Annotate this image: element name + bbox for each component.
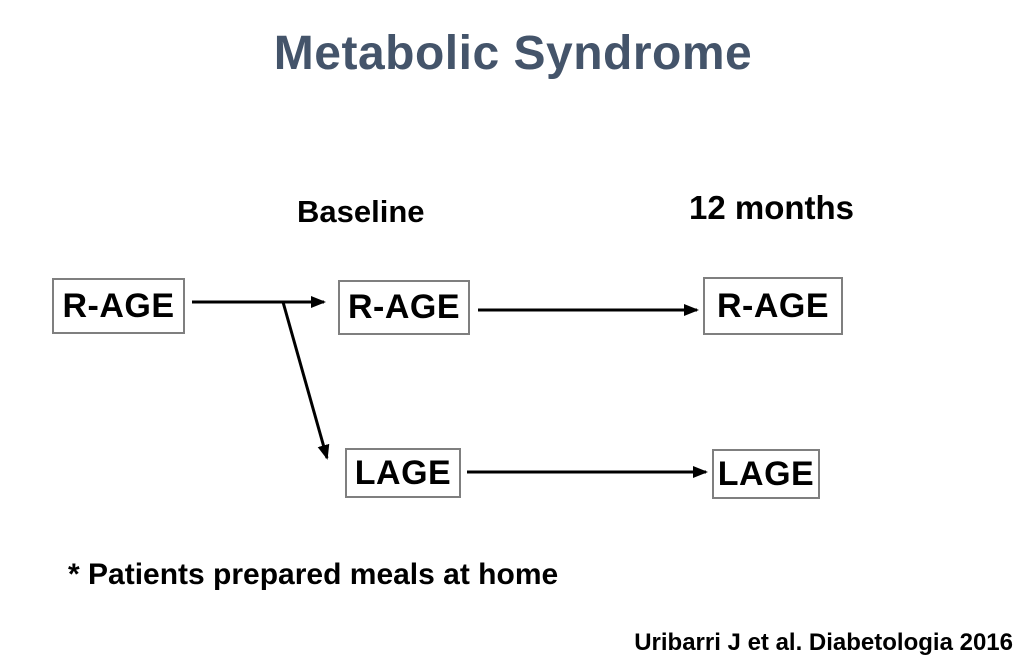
node-start-rage-label: R-AGE [62, 286, 175, 325]
arrow-branch-to-baseline-lage [281, 301, 330, 460]
node-baseline-lage-label: LAGE [354, 453, 452, 492]
column-header-baseline: Baseline [297, 194, 425, 229]
node-followup-lage: LAGE [712, 449, 820, 499]
node-baseline-rage: R-AGE [338, 280, 470, 335]
node-start-rage: R-AGE [52, 278, 185, 334]
node-baseline-rage-label: R-AGE [347, 288, 461, 326]
page-title: Metabolic Syndrome [273, 27, 753, 80]
footnote: * Patients prepared meals at home [68, 558, 559, 591]
node-followup-rage-label: R-AGE [716, 286, 830, 325]
column-header-12-months: 12 months [689, 189, 855, 226]
node-followup-lage-label: LAGE [717, 454, 815, 493]
citation: Uribarri J et al. Diabetologia 2016 [634, 629, 1013, 656]
node-followup-rage: R-AGE [703, 277, 843, 335]
node-baseline-lage: LAGE [345, 448, 461, 498]
